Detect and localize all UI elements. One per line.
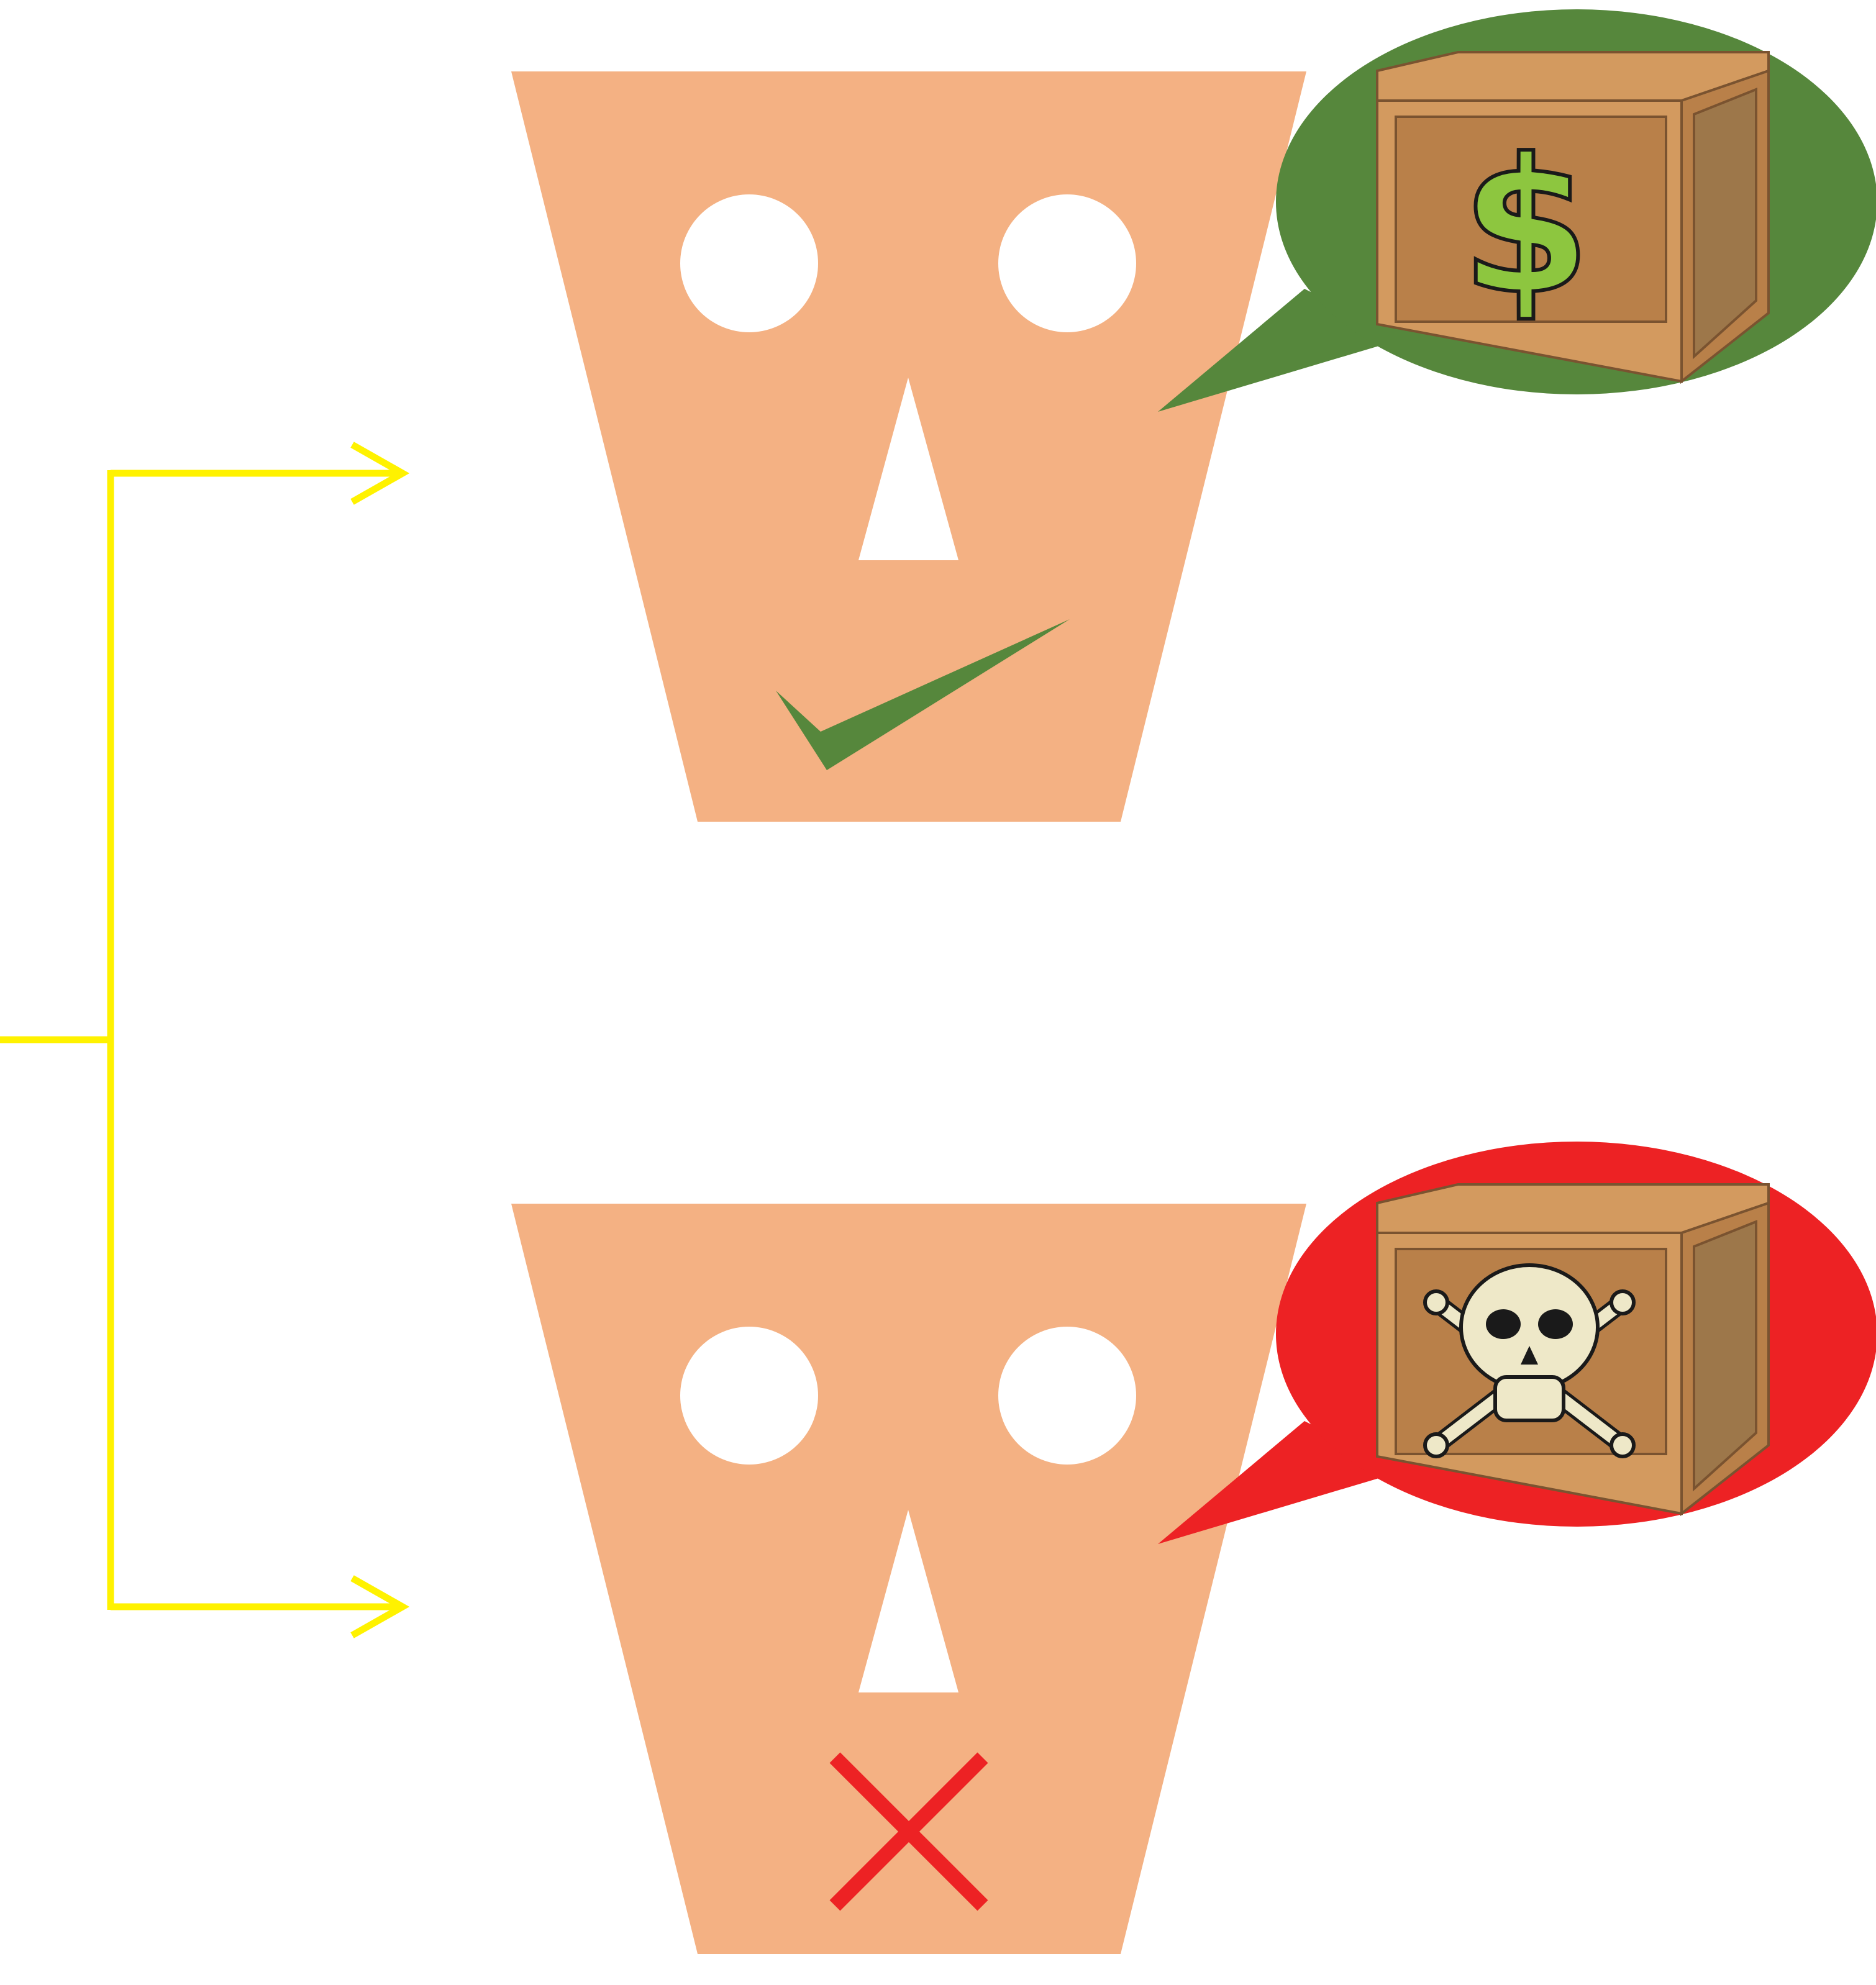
money-crate-icon: $ — [1376, 51, 1770, 384]
approving-face: $ — [511, 9, 1876, 822]
x-mark-icon — [829, 1752, 988, 1911]
left-eye — [680, 194, 818, 332]
checkmark-icon — [776, 619, 1070, 770]
right-eye — [998, 1327, 1136, 1465]
skull-and-crossbones-icon — [1423, 1263, 1636, 1458]
nose — [858, 1510, 958, 1692]
poison-crate-icon — [1376, 1183, 1770, 1517]
rejecting-face — [511, 1142, 1876, 1954]
bottom-arrowhead-icon — [350, 1575, 410, 1638]
nose — [858, 378, 958, 560]
top-arrowhead-icon — [350, 442, 410, 505]
dollar-sign-icon: $ — [1461, 119, 1591, 335]
left-eye — [680, 1327, 818, 1465]
right-eye — [998, 194, 1136, 332]
branch-connector — [0, 442, 410, 1638]
